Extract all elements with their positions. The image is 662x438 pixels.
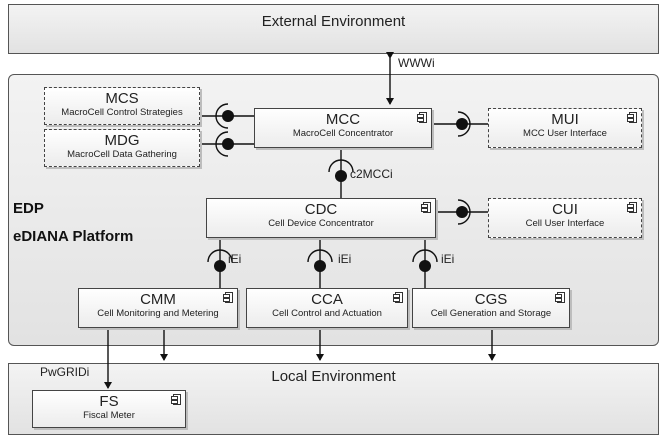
cdc-description: Cell Device Concentrator: [268, 218, 374, 229]
mui-component: MUI MCC User Interface: [488, 108, 642, 148]
cui-name: CUI: [552, 201, 578, 218]
platform-full-name: eDIANA Platform: [13, 228, 134, 245]
cca-description: Cell Control and Actuation: [272, 308, 382, 319]
iei-cmm-label: iEi: [228, 252, 242, 266]
iei-cgs-label: iEi: [441, 252, 455, 266]
iei-cgs-lollipop: [419, 260, 431, 272]
mcs-lollipop: [222, 110, 234, 122]
mcc-component: MCC MacroCell Concentrator: [254, 108, 432, 148]
component-icon: [555, 292, 565, 303]
c2mcci-label: c2MCCi: [350, 167, 393, 181]
fs-name: FS: [99, 393, 119, 410]
iei-cmm-lollipop: [214, 260, 226, 272]
cui-description: Cell User Interface: [525, 218, 605, 229]
iei-cca-socket: [307, 249, 333, 263]
cgs-name: CGS: [474, 291, 508, 308]
cmm-description: Cell Monitoring and Metering: [97, 308, 219, 319]
mcc-description: MacroCell Concentrator: [292, 128, 394, 139]
cgs-description: Cell Generation and Storage: [430, 308, 552, 319]
mui-description: MCC User Interface: [523, 128, 607, 139]
component-icon: [627, 202, 637, 213]
component-icon: [223, 292, 233, 303]
pwgridi-label: PwGRIDi: [40, 365, 90, 379]
c2mcci-lollipop: [335, 170, 347, 182]
cui-socket: [457, 199, 471, 225]
c2mcci-socket: [328, 159, 354, 173]
external-environment-title: External Environment: [261, 13, 406, 30]
iei-cgs-socket: [412, 249, 438, 263]
cmm-component: CMM Cell Monitoring and Metering: [78, 288, 238, 328]
cmm-name: CMM: [140, 291, 176, 308]
cca-component: CCA Cell Control and Actuation: [246, 288, 408, 328]
wwwi-label: WWWi: [398, 56, 435, 70]
cgs-component: CGS Cell Generation and Storage: [412, 288, 570, 328]
component-icon: [417, 112, 427, 123]
mdg-socket: [215, 131, 229, 157]
local-environment-title: Local Environment: [271, 368, 396, 385]
fs-component: FS Fiscal Meter: [32, 390, 186, 428]
fs-description: Fiscal Meter: [83, 410, 135, 421]
mui-name: MUI: [551, 111, 579, 128]
component-icon: [421, 202, 431, 213]
cdc-name: CDC: [304, 201, 338, 218]
mcs-name: MCS: [105, 90, 139, 107]
platform-short-name: EDP: [13, 200, 44, 217]
component-icon: [627, 112, 637, 123]
cui-lollipop: [456, 206, 468, 218]
mcs-description: MacroCell Control Strategies: [61, 107, 183, 118]
mcc-name: MCC: [325, 111, 361, 128]
cui-component: CUI Cell User Interface: [488, 198, 642, 238]
cca-name: CCA: [311, 291, 343, 308]
mdg-name: MDG: [104, 132, 140, 149]
mdg-description: MacroCell Data Gathering: [67, 149, 177, 160]
mdg-component: MDG MacroCell Data Gathering: [44, 129, 200, 167]
iei-cmm-socket: [207, 249, 233, 263]
mui-socket: [457, 111, 471, 137]
mcs-socket: [215, 103, 229, 129]
component-icon: [171, 394, 181, 405]
iei-cca-label: iEi: [338, 252, 352, 266]
external-environment: External Environment: [8, 4, 659, 54]
cdc-component: CDC Cell Device Concentrator: [206, 198, 436, 238]
mcs-component: MCS MacroCell Control Strategies: [44, 87, 200, 125]
mdg-lollipop: [222, 138, 234, 150]
component-icon: [393, 292, 403, 303]
iei-cca-lollipop: [314, 260, 326, 272]
mui-lollipop: [456, 118, 468, 130]
